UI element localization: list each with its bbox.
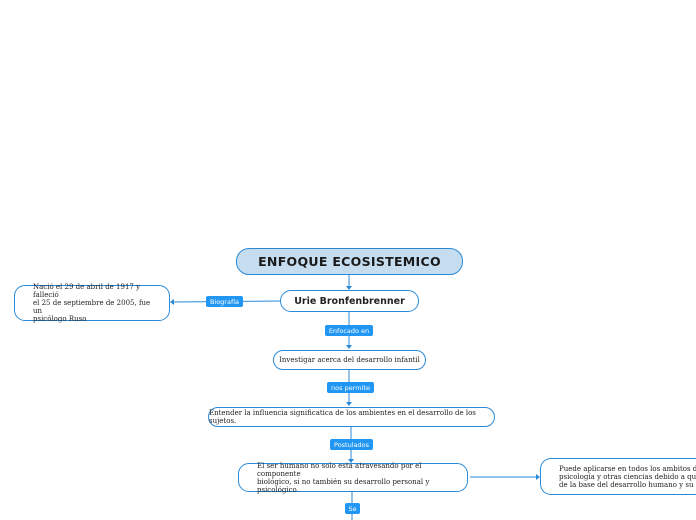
arrowhead: [346, 402, 352, 406]
biography-node[interactable]: Nació el 29 de abril de 1917 y falleció …: [14, 283, 170, 323]
arrowhead: [536, 474, 540, 480]
arrowhead: [348, 459, 354, 463]
biography-text: Nació el 29 de abril de 1917 y falleció …: [33, 283, 151, 323]
focus-node[interactable]: Investigar acerca del desarrollo infanti…: [273, 350, 426, 370]
person-name: Urie Bronfenbrenner: [294, 295, 405, 307]
postulates-label[interactable]: Postulados: [330, 439, 373, 450]
root-node[interactable]: ENFOQUE ECOSISTEMICO: [236, 248, 463, 275]
postulates-text: El ser humano no solo esta atravesando p…: [257, 461, 430, 494]
allows-node[interactable]: Entender la influencia significatica de …: [208, 407, 495, 427]
arrowhead: [346, 345, 352, 349]
arrowhead: [170, 299, 174, 305]
allows-label[interactable]: nos permite: [327, 382, 374, 393]
arrowhead: [346, 286, 352, 290]
biography-label[interactable]: Biografía: [206, 296, 243, 307]
application-text: Puede aplicarse en todos los ambitos de …: [559, 464, 696, 489]
root-title: ENFOQUE ECOSISTEMICO: [258, 254, 441, 269]
allows-text: Entender la influencia significatica de …: [209, 409, 476, 425]
next-label[interactable]: Se: [345, 503, 360, 514]
postulates-node[interactable]: El ser humano no solo esta atravesando p…: [238, 461, 468, 494]
focus-label[interactable]: Enfocado en: [325, 325, 373, 336]
person-node[interactable]: Urie Bronfenbrenner: [280, 290, 419, 312]
focus-text: Investigar acerca del desarrollo infanti…: [279, 356, 420, 364]
application-node[interactable]: Puede aplicarse en todos los ambitos de …: [540, 458, 696, 495]
